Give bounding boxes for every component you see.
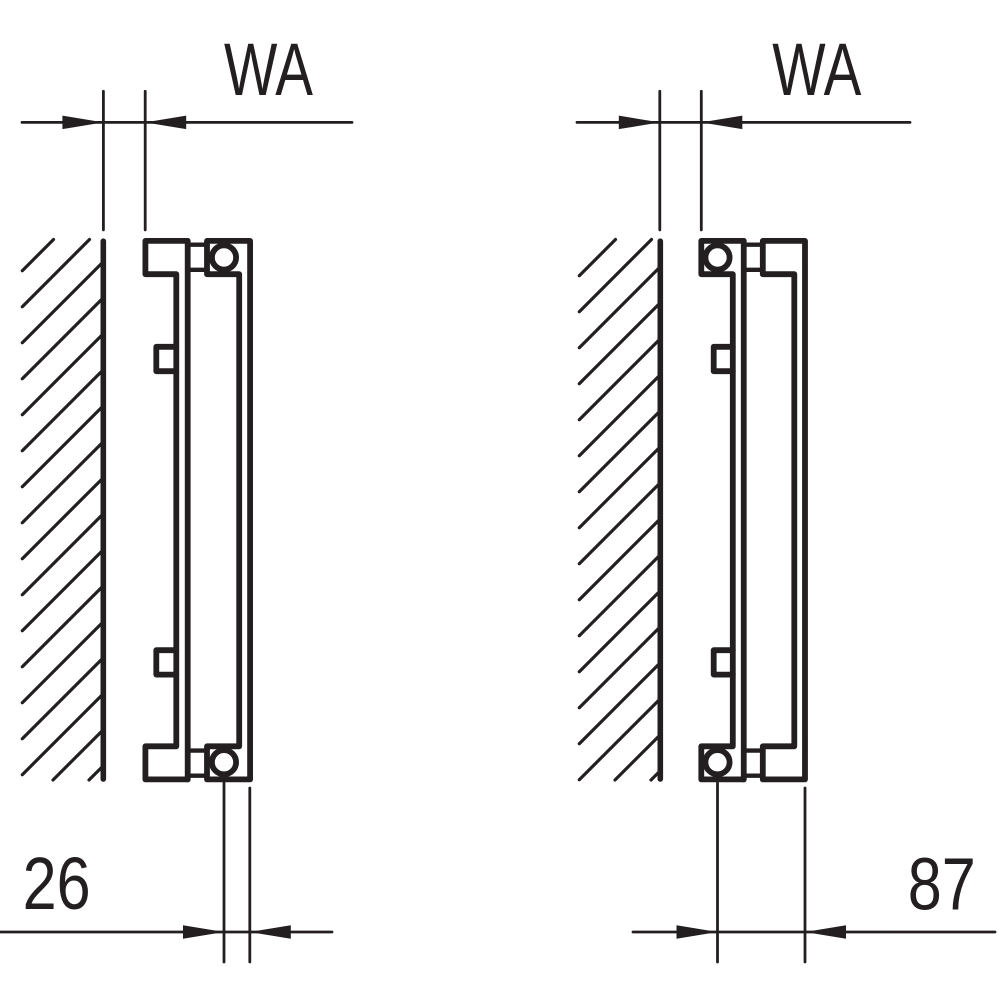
svg-text:WA: WA (224, 28, 313, 111)
svg-text:87: 87 (908, 842, 976, 925)
svg-text:WA: WA (772, 28, 861, 111)
svg-text:26: 26 (23, 842, 91, 925)
